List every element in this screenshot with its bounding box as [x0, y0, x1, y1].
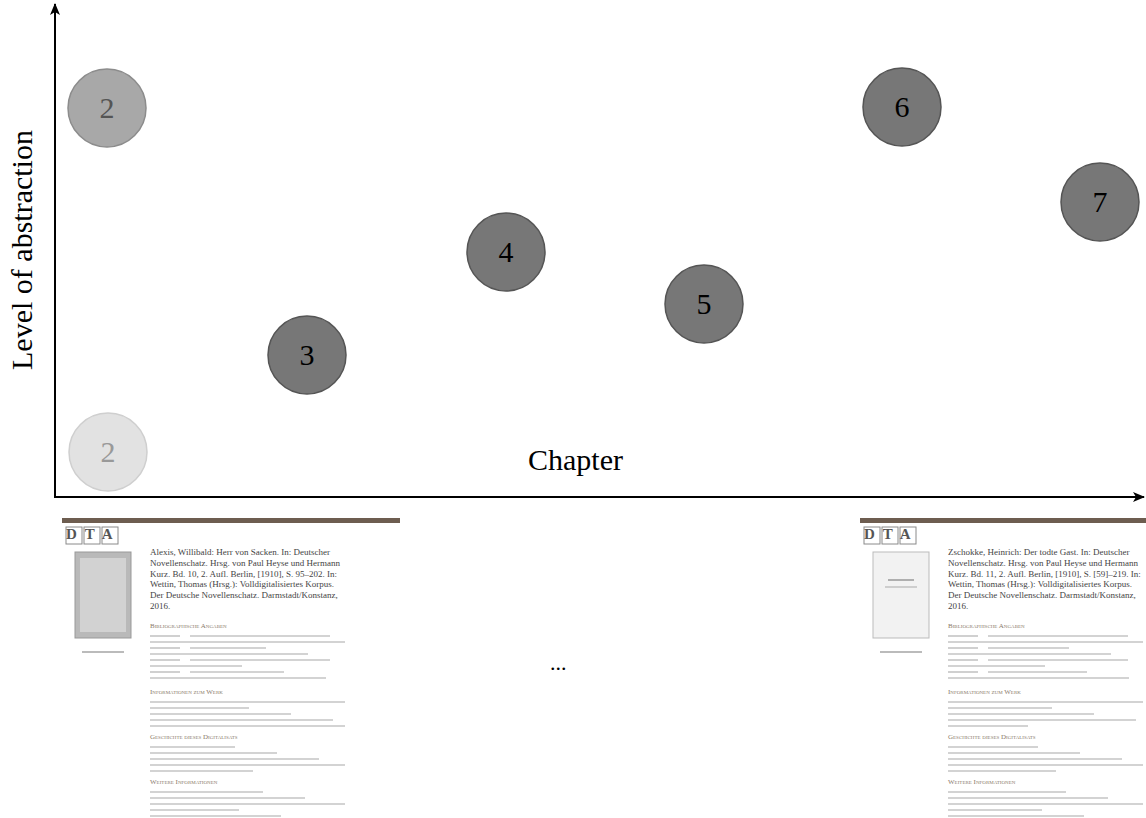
text-line	[150, 665, 242, 667]
text-line	[948, 641, 1143, 643]
text-line	[948, 746, 1038, 748]
text-line	[190, 635, 330, 637]
circle-number: 7	[1060, 162, 1140, 242]
chapter-circle: 6	[862, 67, 942, 147]
text-line	[190, 671, 284, 673]
section-heading: Bibliographische Angaben	[948, 622, 1025, 630]
text-line	[150, 758, 319, 760]
text-line	[150, 791, 263, 793]
logo-text: DTA	[864, 526, 919, 543]
text-line	[948, 671, 978, 673]
text-line	[150, 752, 277, 754]
section-heading: Bibliographische Angaben	[150, 622, 227, 630]
chapter-circle: 4	[466, 212, 546, 292]
text-line	[948, 809, 1042, 811]
ellipsis: ...	[550, 650, 567, 676]
text-line	[150, 671, 180, 673]
text-line	[150, 797, 305, 799]
text-line	[988, 659, 1128, 661]
axis-label: Chapter	[528, 443, 623, 477]
chapter-circle: 2	[68, 412, 148, 492]
section-heading: Weitere Informationen	[150, 778, 217, 786]
text-line	[190, 647, 266, 649]
text-line	[948, 659, 978, 661]
chapter-circle: 5	[664, 264, 744, 344]
text-line	[150, 677, 326, 679]
screenshot-text-lines	[150, 636, 1143, 816]
chapter-circle: 3	[267, 315, 347, 395]
text-line	[190, 659, 330, 661]
text-line	[150, 713, 291, 715]
text-line	[150, 641, 345, 643]
text-line	[150, 770, 253, 772]
text-line	[948, 803, 1143, 805]
text-line	[948, 713, 1094, 715]
text-line	[948, 758, 1122, 760]
text-line	[948, 815, 1084, 817]
text-line	[988, 671, 1087, 673]
section-heading: Informationen zum Werk	[150, 688, 223, 696]
circle-number: 4	[466, 212, 546, 292]
text-line	[150, 653, 308, 655]
text-line	[948, 752, 1080, 754]
section-heading: Weitere Informationen	[948, 778, 1015, 786]
circle-number: 3	[267, 315, 347, 395]
document-title: Alexis, Willibald: Herr von Sacken. In: …	[150, 547, 346, 612]
chapter-circle: 7	[1060, 162, 1140, 242]
x-axis	[54, 496, 1144, 498]
logo-text: DTA	[66, 526, 121, 543]
text-line	[948, 647, 978, 649]
document-screenshot	[860, 518, 1146, 652]
text-line	[150, 809, 239, 811]
text-line	[948, 707, 1052, 709]
text-line	[150, 707, 249, 709]
circle-number: 2	[68, 412, 148, 492]
text-line	[150, 803, 345, 805]
text-line	[150, 719, 333, 721]
section-heading: Informationen zum Werk	[948, 688, 1021, 696]
text-line	[948, 653, 1111, 655]
text-line	[150, 815, 281, 817]
chapter-circle: 2	[67, 68, 147, 148]
y-axis	[54, 4, 56, 497]
text-line	[948, 797, 1108, 799]
section-heading: Geschichte dieses Digitalisats	[150, 733, 238, 741]
text-line	[948, 791, 1066, 793]
text-line	[150, 635, 180, 637]
text-line	[948, 725, 1028, 727]
circle-number: 6	[862, 67, 942, 147]
text-line	[948, 665, 1045, 667]
text-line	[150, 746, 235, 748]
text-line	[948, 764, 1143, 766]
text-line	[150, 701, 345, 703]
axis-label: Level of abstraction	[5, 130, 39, 370]
text-line	[150, 764, 345, 766]
section-heading: Geschichte dieses Digitalisats	[948, 733, 1036, 741]
text-line	[150, 659, 180, 661]
text-line	[948, 677, 1129, 679]
text-line	[988, 647, 1069, 649]
text-line	[150, 647, 180, 649]
circle-number: 2	[67, 68, 147, 148]
circle-number: 5	[664, 264, 744, 344]
text-line	[150, 725, 345, 727]
text-line	[988, 635, 1128, 637]
text-line	[948, 770, 1056, 772]
text-line	[948, 701, 1143, 703]
document-screenshot	[62, 518, 400, 652]
text-line	[948, 635, 978, 637]
document-title: Zschokke, Heinrich: Der todte Gast. In: …	[948, 547, 1144, 612]
text-line	[948, 719, 1136, 721]
